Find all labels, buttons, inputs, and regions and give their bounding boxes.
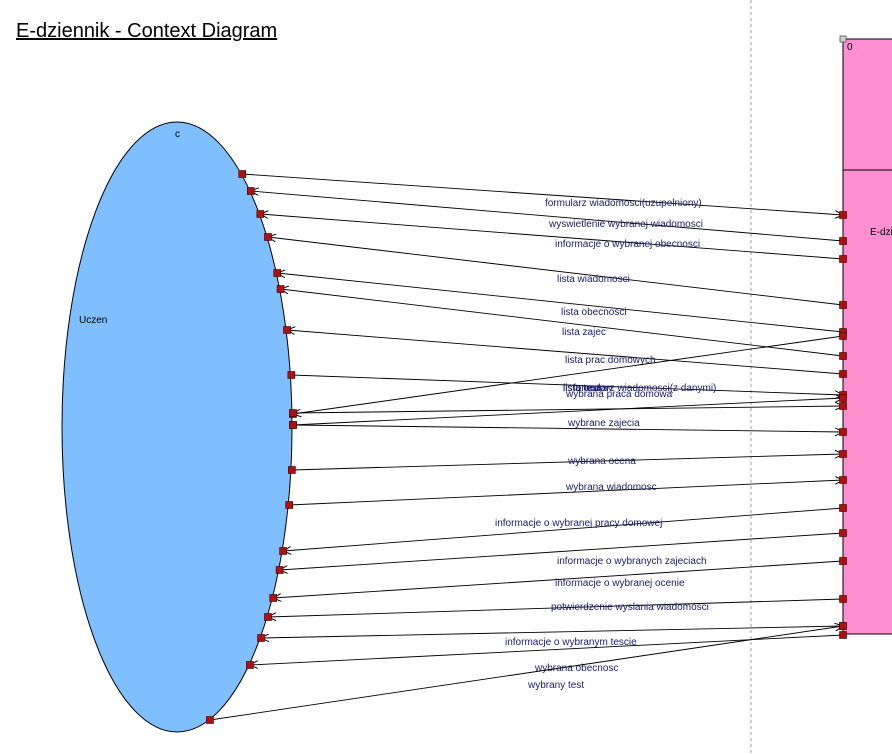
process-id-label: 0: [847, 42, 853, 53]
flow-label: lista testow: [563, 383, 613, 394]
flow-label: informacje o wybranym tescie: [505, 637, 637, 648]
data-flow-arrow[interactable]: [260, 214, 844, 260]
data-flow-arrow[interactable]: [291, 454, 843, 471]
data-flow-arrow[interactable]: [292, 424, 843, 432]
connector-handle-entity[interactable]: [283, 326, 291, 334]
entity-id-label: c: [175, 129, 180, 140]
data-flow-arrow[interactable]: [209, 626, 843, 721]
connector-handle-entity[interactable]: [288, 466, 296, 474]
data-flows: formularz wiadomosci(uzupelniony) wyswiet…: [206, 170, 847, 724]
connector-handle-process[interactable]: [839, 402, 847, 410]
connector-handle-entity[interactable]: [276, 285, 285, 293]
connector-handle-entity[interactable]: [206, 716, 214, 724]
flow-label: wybrane zajecia: [567, 418, 640, 429]
connector-handle-entity[interactable]: [275, 566, 284, 574]
connector-handle-process[interactable]: [839, 211, 847, 219]
connector-handle-process[interactable]: [839, 450, 847, 458]
flow-label: lista wiadomosci: [557, 274, 630, 285]
flow-label: formularz wiadomosci(z danymi): [573, 383, 716, 394]
connector-handle-process[interactable]: [839, 631, 847, 639]
flow-label: informacje o wybranej obecnosci: [555, 239, 700, 250]
connector-handle-process[interactable]: [839, 301, 847, 309]
connector-handle-entity[interactable]: [279, 547, 287, 555]
connector-handle-process[interactable]: [839, 622, 847, 630]
connector-handle-entity[interactable]: [289, 421, 297, 429]
connector-handle-entity[interactable]: [264, 233, 272, 241]
flow-label: lista zajec: [562, 327, 606, 338]
data-flow-arrow[interactable]: [273, 560, 844, 598]
flow-label: formularz wiadomosci(uzupelniony): [545, 198, 702, 209]
connector-handle-process[interactable]: [839, 529, 847, 537]
data-flow-arrow[interactable]: [242, 173, 843, 215]
connector-handle-entity[interactable]: [247, 187, 255, 195]
entity-name-label: Uczen: [79, 315, 107, 326]
data-flow-arrow[interactable]: [280, 532, 844, 570]
data-flow-arrow[interactable]: [277, 273, 844, 333]
connector-handle-entity[interactable]: [256, 210, 265, 218]
flow-label: wyswietlenie wybranej wiadomosci: [548, 219, 703, 230]
flow-label: informacje o wybranej ocenie: [555, 578, 685, 589]
process-e-dziennik[interactable]: [842, 38, 892, 635]
connector-handle-process[interactable]: [839, 595, 847, 603]
data-flow-arrow[interactable]: [289, 480, 843, 506]
connector-handle-process[interactable]: [839, 428, 847, 436]
connector-handle-entity[interactable]: [289, 409, 297, 417]
connector-handle-entity[interactable]: [257, 634, 265, 642]
flow-label: wybrany test: [527, 680, 584, 691]
process-corner-handle[interactable]: [839, 35, 847, 43]
connector-handle-entity[interactable]: [285, 501, 293, 509]
connector-handle-process[interactable]: [839, 394, 847, 402]
flow-label: wybrana obecnosc: [534, 663, 618, 674]
connector-handle-entity[interactable]: [269, 594, 278, 602]
data-flow-arrow[interactable]: [293, 335, 844, 414]
connector-handle-entity[interactable]: [287, 371, 296, 379]
connector-handle-entity[interactable]: [238, 170, 247, 178]
data-flow-arrow[interactable]: [283, 507, 844, 551]
connector-handle-entity[interactable]: [264, 613, 272, 621]
data-flow-arrow[interactable]: [251, 191, 844, 242]
data-flow-arrow[interactable]: [250, 634, 844, 665]
flow-label: informacje o wybranych zajeciach: [557, 556, 707, 567]
connector-handle-process[interactable]: [839, 504, 847, 512]
connector-handle-entity[interactable]: [273, 269, 282, 277]
connector-handle-process[interactable]: [839, 237, 847, 245]
connector-handle-process[interactable]: [839, 557, 847, 565]
data-flow-arrow[interactable]: [292, 406, 843, 414]
connector-handle-process[interactable]: [839, 370, 847, 378]
flow-label: lista prac domowych: [565, 355, 656, 366]
flow-label: informacje o wybranej pracy domowej: [495, 518, 662, 529]
connector-handle-process[interactable]: [839, 476, 847, 484]
flow-label: wybrana ocena: [567, 456, 636, 467]
data-flow-arrow[interactable]: [292, 398, 843, 426]
connector-handle-entity[interactable]: [246, 661, 254, 669]
data-flow-arrow[interactable]: [281, 289, 844, 357]
data-flow-arrow[interactable]: [287, 330, 844, 375]
flow-label: wybrana praca domowa: [565, 389, 673, 400]
connector-handle-process[interactable]: [839, 332, 847, 340]
process-name-label: E-dzi: [870, 227, 892, 238]
data-flow-arrow[interactable]: [261, 625, 844, 638]
flow-label: lista obecnosci: [561, 307, 627, 318]
flow-label: wybrana wiadomosc: [565, 482, 657, 493]
flow-label: lista ocen: [563, 383, 605, 394]
connector-handle-process[interactable]: [839, 352, 847, 360]
diagram-title: E-dziennik - Context Diagram: [16, 20, 278, 42]
data-flow-arrow[interactable]: [268, 237, 844, 306]
data-flow-arrow[interactable]: [268, 598, 844, 617]
connector-handle-process[interactable]: [839, 255, 847, 263]
data-flow-arrow[interactable]: [291, 374, 843, 395]
flow-label: potwierdzenie wyslania wiadomosci: [551, 602, 709, 613]
